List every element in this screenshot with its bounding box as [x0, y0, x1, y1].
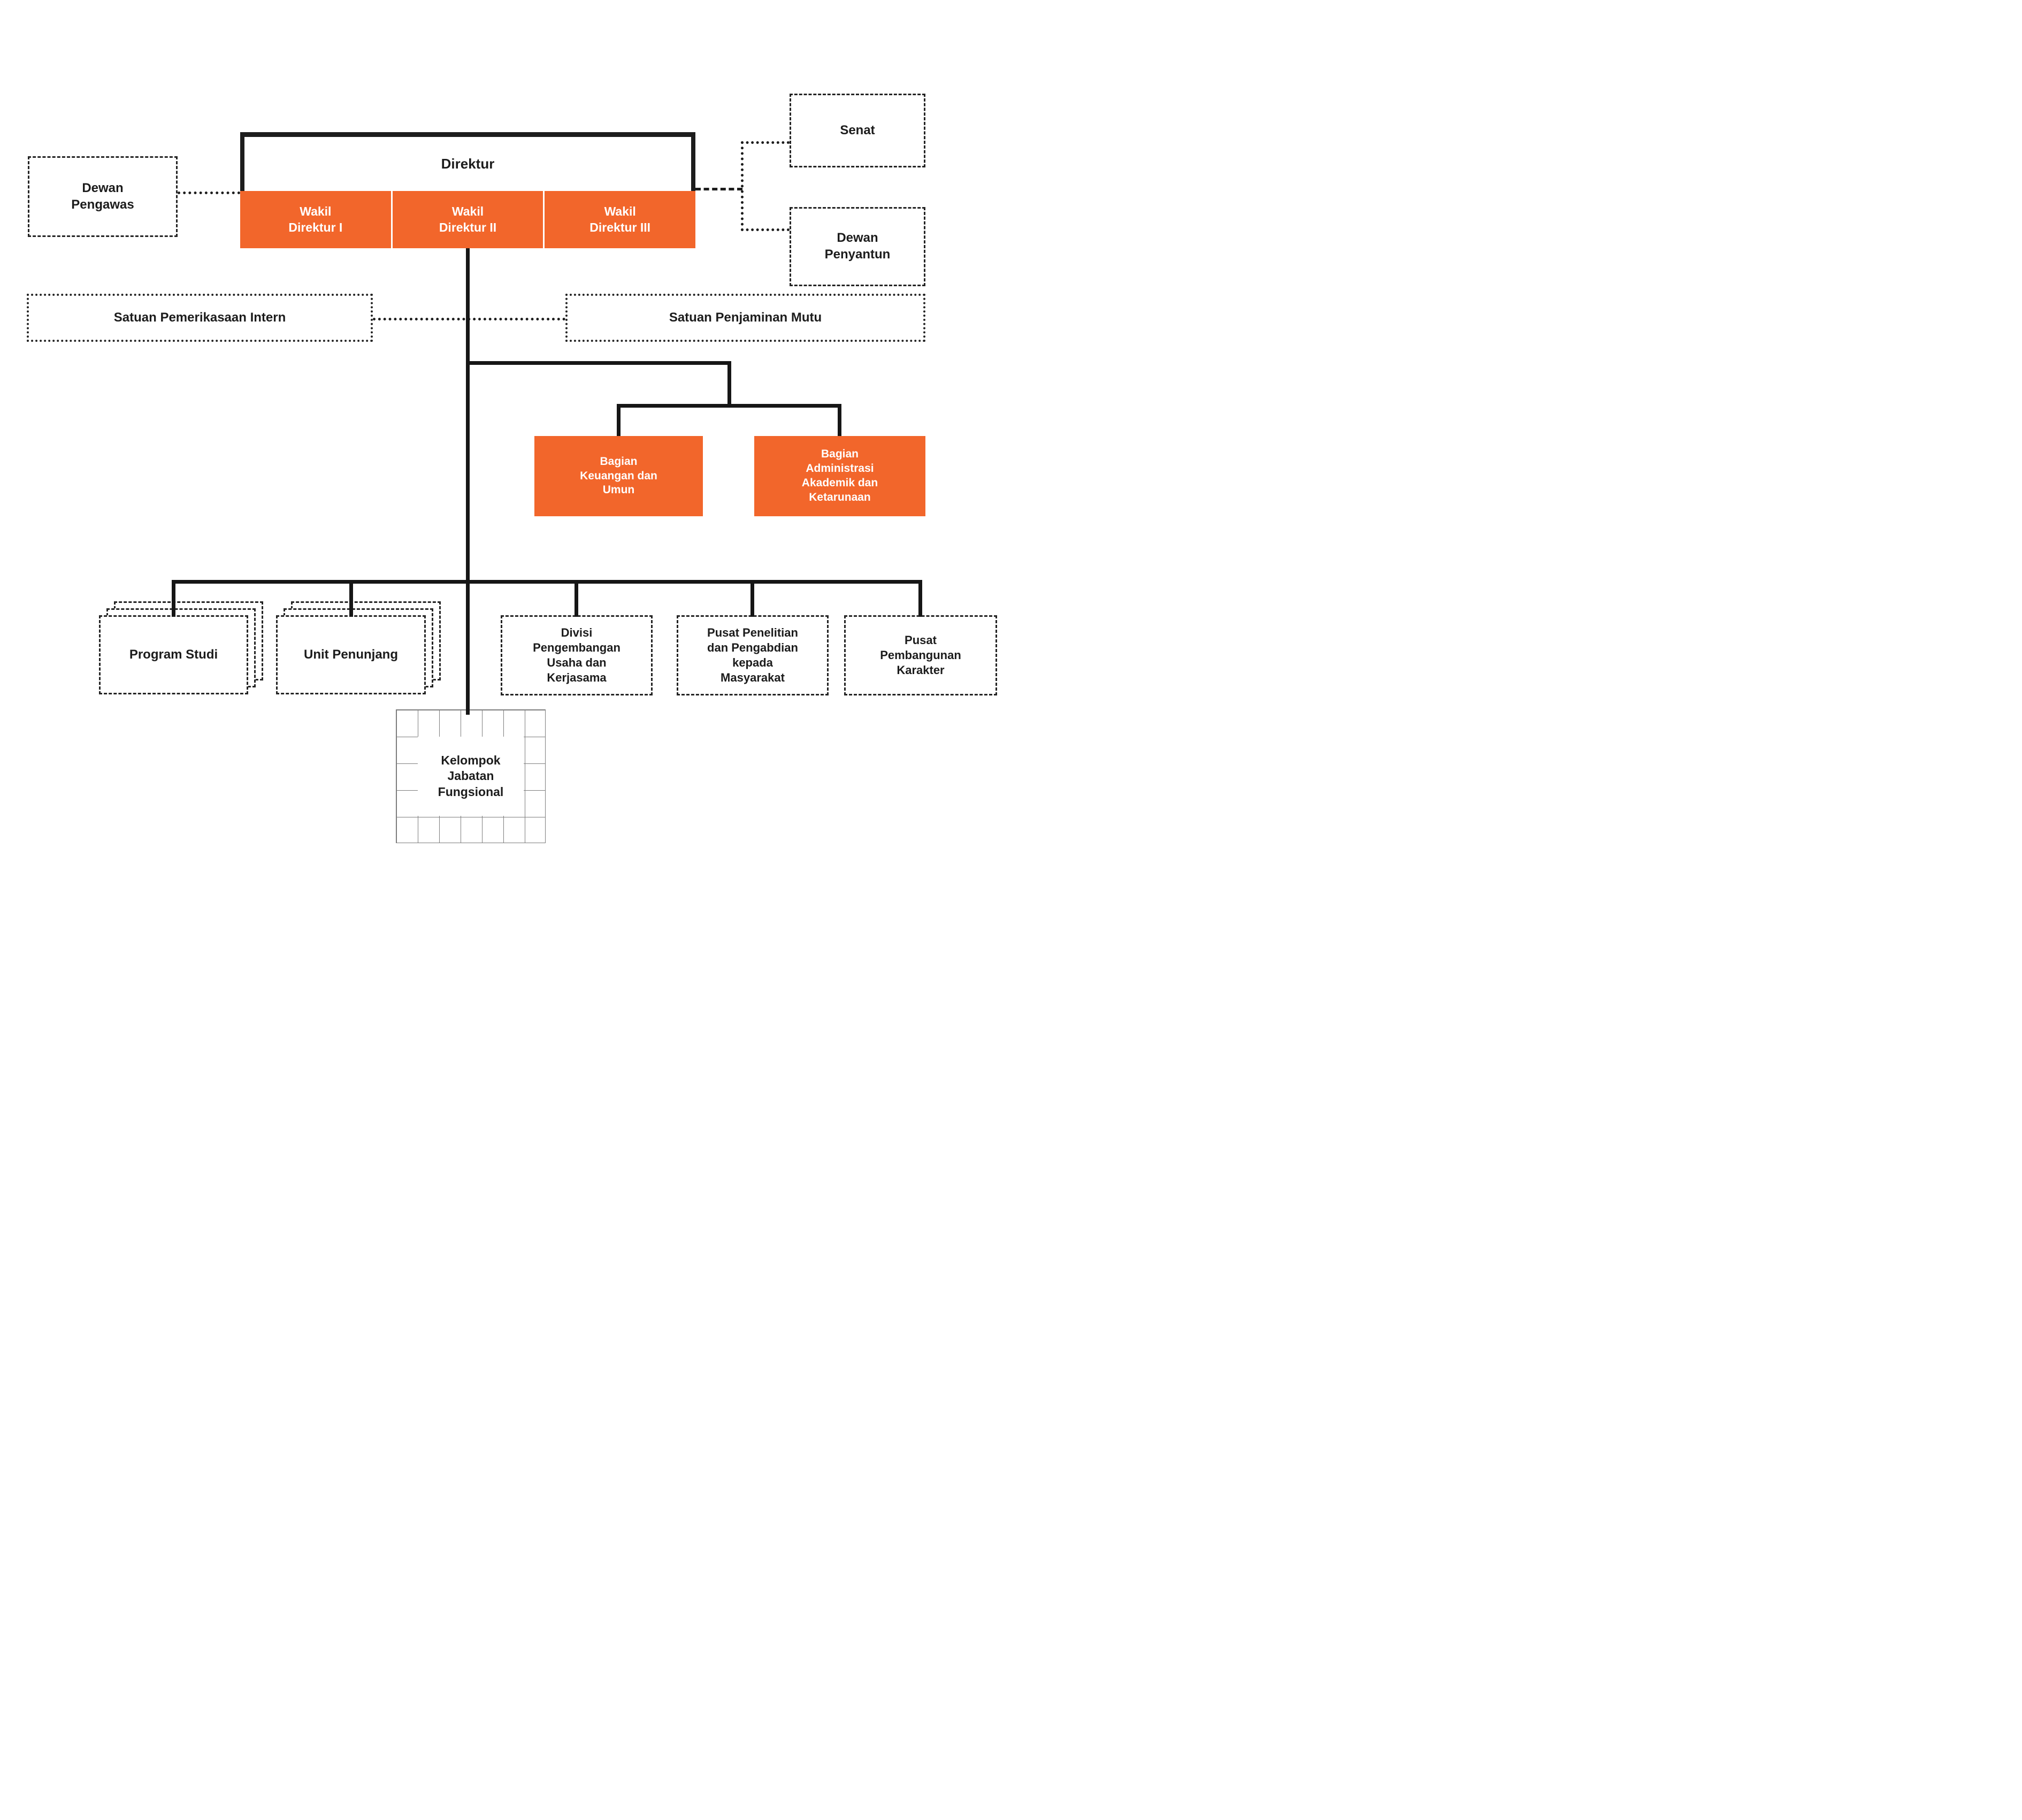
node-wakil-direktur-1: Wakil Direktur I [240, 191, 391, 248]
connector-drop-divisi [575, 580, 578, 617]
pusat-penelitian-label: Pusat Penelitian dan Pengabdian kepada M… [707, 625, 798, 685]
divisi-pengembangan-label: Divisi Pengembangan Usaha dan Kerjasama [533, 625, 621, 685]
connector-dewan-penyantun [741, 228, 790, 231]
node-wakil-direktur-3: Wakil Direktur III [545, 191, 696, 248]
satuan-pemeriksaan-label: Satuan Pemerikasaan Intern [113, 310, 286, 325]
node-dewan-pengawas: Dewan Pengawas [28, 156, 178, 237]
node-divisi-pengembangan: Divisi Pengembangan Usaha dan Kerjasama [501, 615, 653, 695]
bagian-keuangan-label: Bagian Keuangan dan Umun [580, 455, 657, 496]
wakil-direktur-strip: Wakil Direktur I Wakil Direktur II Wakil… [240, 191, 696, 248]
node-senat: Senat [790, 94, 925, 167]
node-satuan-pemeriksaan-intern: Satuan Pemerikasaan Intern [27, 294, 373, 342]
node-wakil-direktur-2: Wakil Direktur II [392, 191, 543, 248]
connector-bottom-row [172, 580, 922, 584]
connector-drop-program-studi [172, 580, 175, 617]
node-direktur: Direktur [240, 132, 695, 191]
connector-bagian-branch-v [727, 361, 731, 408]
direktur-label: Direktur [441, 155, 495, 172]
node-pusat-pembangunan-karakter: Pusat Pembangunan Karakter [844, 615, 997, 695]
connector-drop-unit-penunjang [349, 580, 353, 617]
pusat-karakter-label: Pusat Pembangunan Karakter [880, 633, 961, 677]
dewan-penyantun-label: Dewan Penyantun [824, 231, 891, 262]
connector-direktur-spine [466, 248, 470, 715]
kelompok-inner-panel: Kelompok Jabatan Fungsional [418, 737, 524, 816]
connector-direktur-right [695, 188, 742, 190]
dewan-pengawas-label: Dewan Pengawas [71, 180, 134, 212]
wakil-direktur-2-label: Wakil Direktur II [439, 204, 497, 234]
connector-senat [741, 141, 790, 144]
bagian-administrasi-label: Bagian Administrasi Akademik dan Ketarun… [801, 448, 878, 503]
node-satuan-penjaminan-mutu: Satuan Penjaminan Mutu [565, 294, 925, 342]
unit-penunjang-label: Unit Penunjang [304, 647, 398, 662]
satuan-penjaminan-label: Satuan Penjaminan Mutu [669, 310, 822, 325]
org-chart: Direktur Wakil Direktur I Wakil Direktur… [0, 0, 1011, 910]
kelompok-label: Kelompok Jabatan Fungsional [438, 753, 504, 799]
connector-drop-pusat-karakter [918, 580, 922, 617]
connector-drop-pusat-penelitian [750, 580, 754, 617]
node-bagian-administrasi: Bagian Administrasi Akademik dan Ketarun… [754, 436, 925, 516]
wakil-direktur-1-label: Wakil Direktur I [288, 204, 343, 234]
connector-bagian-branch-h2 [617, 404, 841, 408]
senat-label: Senat [840, 123, 875, 137]
node-program-studi: Program Studi [99, 615, 248, 694]
node-unit-penunjang: Unit Penunjang [276, 615, 426, 694]
node-kelompok-jabatan-fungsional: Kelompok Jabatan Fungsional [396, 709, 546, 843]
node-dewan-penyantun: Dewan Penyantun [790, 207, 925, 286]
connector-dewan-pengawas [178, 192, 240, 194]
wakil-direktur-3-label: Wakil Direktur III [589, 204, 651, 234]
node-bagian-keuangan: Bagian Keuangan dan Umun [534, 436, 703, 516]
program-studi-label: Program Studi [129, 647, 218, 662]
connector-senat-penyantun-v [741, 141, 744, 231]
connector-drop-bagian-keuangan [617, 404, 621, 436]
connector-bagian-branch-h1 [466, 361, 731, 365]
node-pusat-penelitian: Pusat Penelitian dan Pengabdian kepada M… [677, 615, 829, 695]
connector-drop-bagian-administrasi [838, 404, 841, 436]
